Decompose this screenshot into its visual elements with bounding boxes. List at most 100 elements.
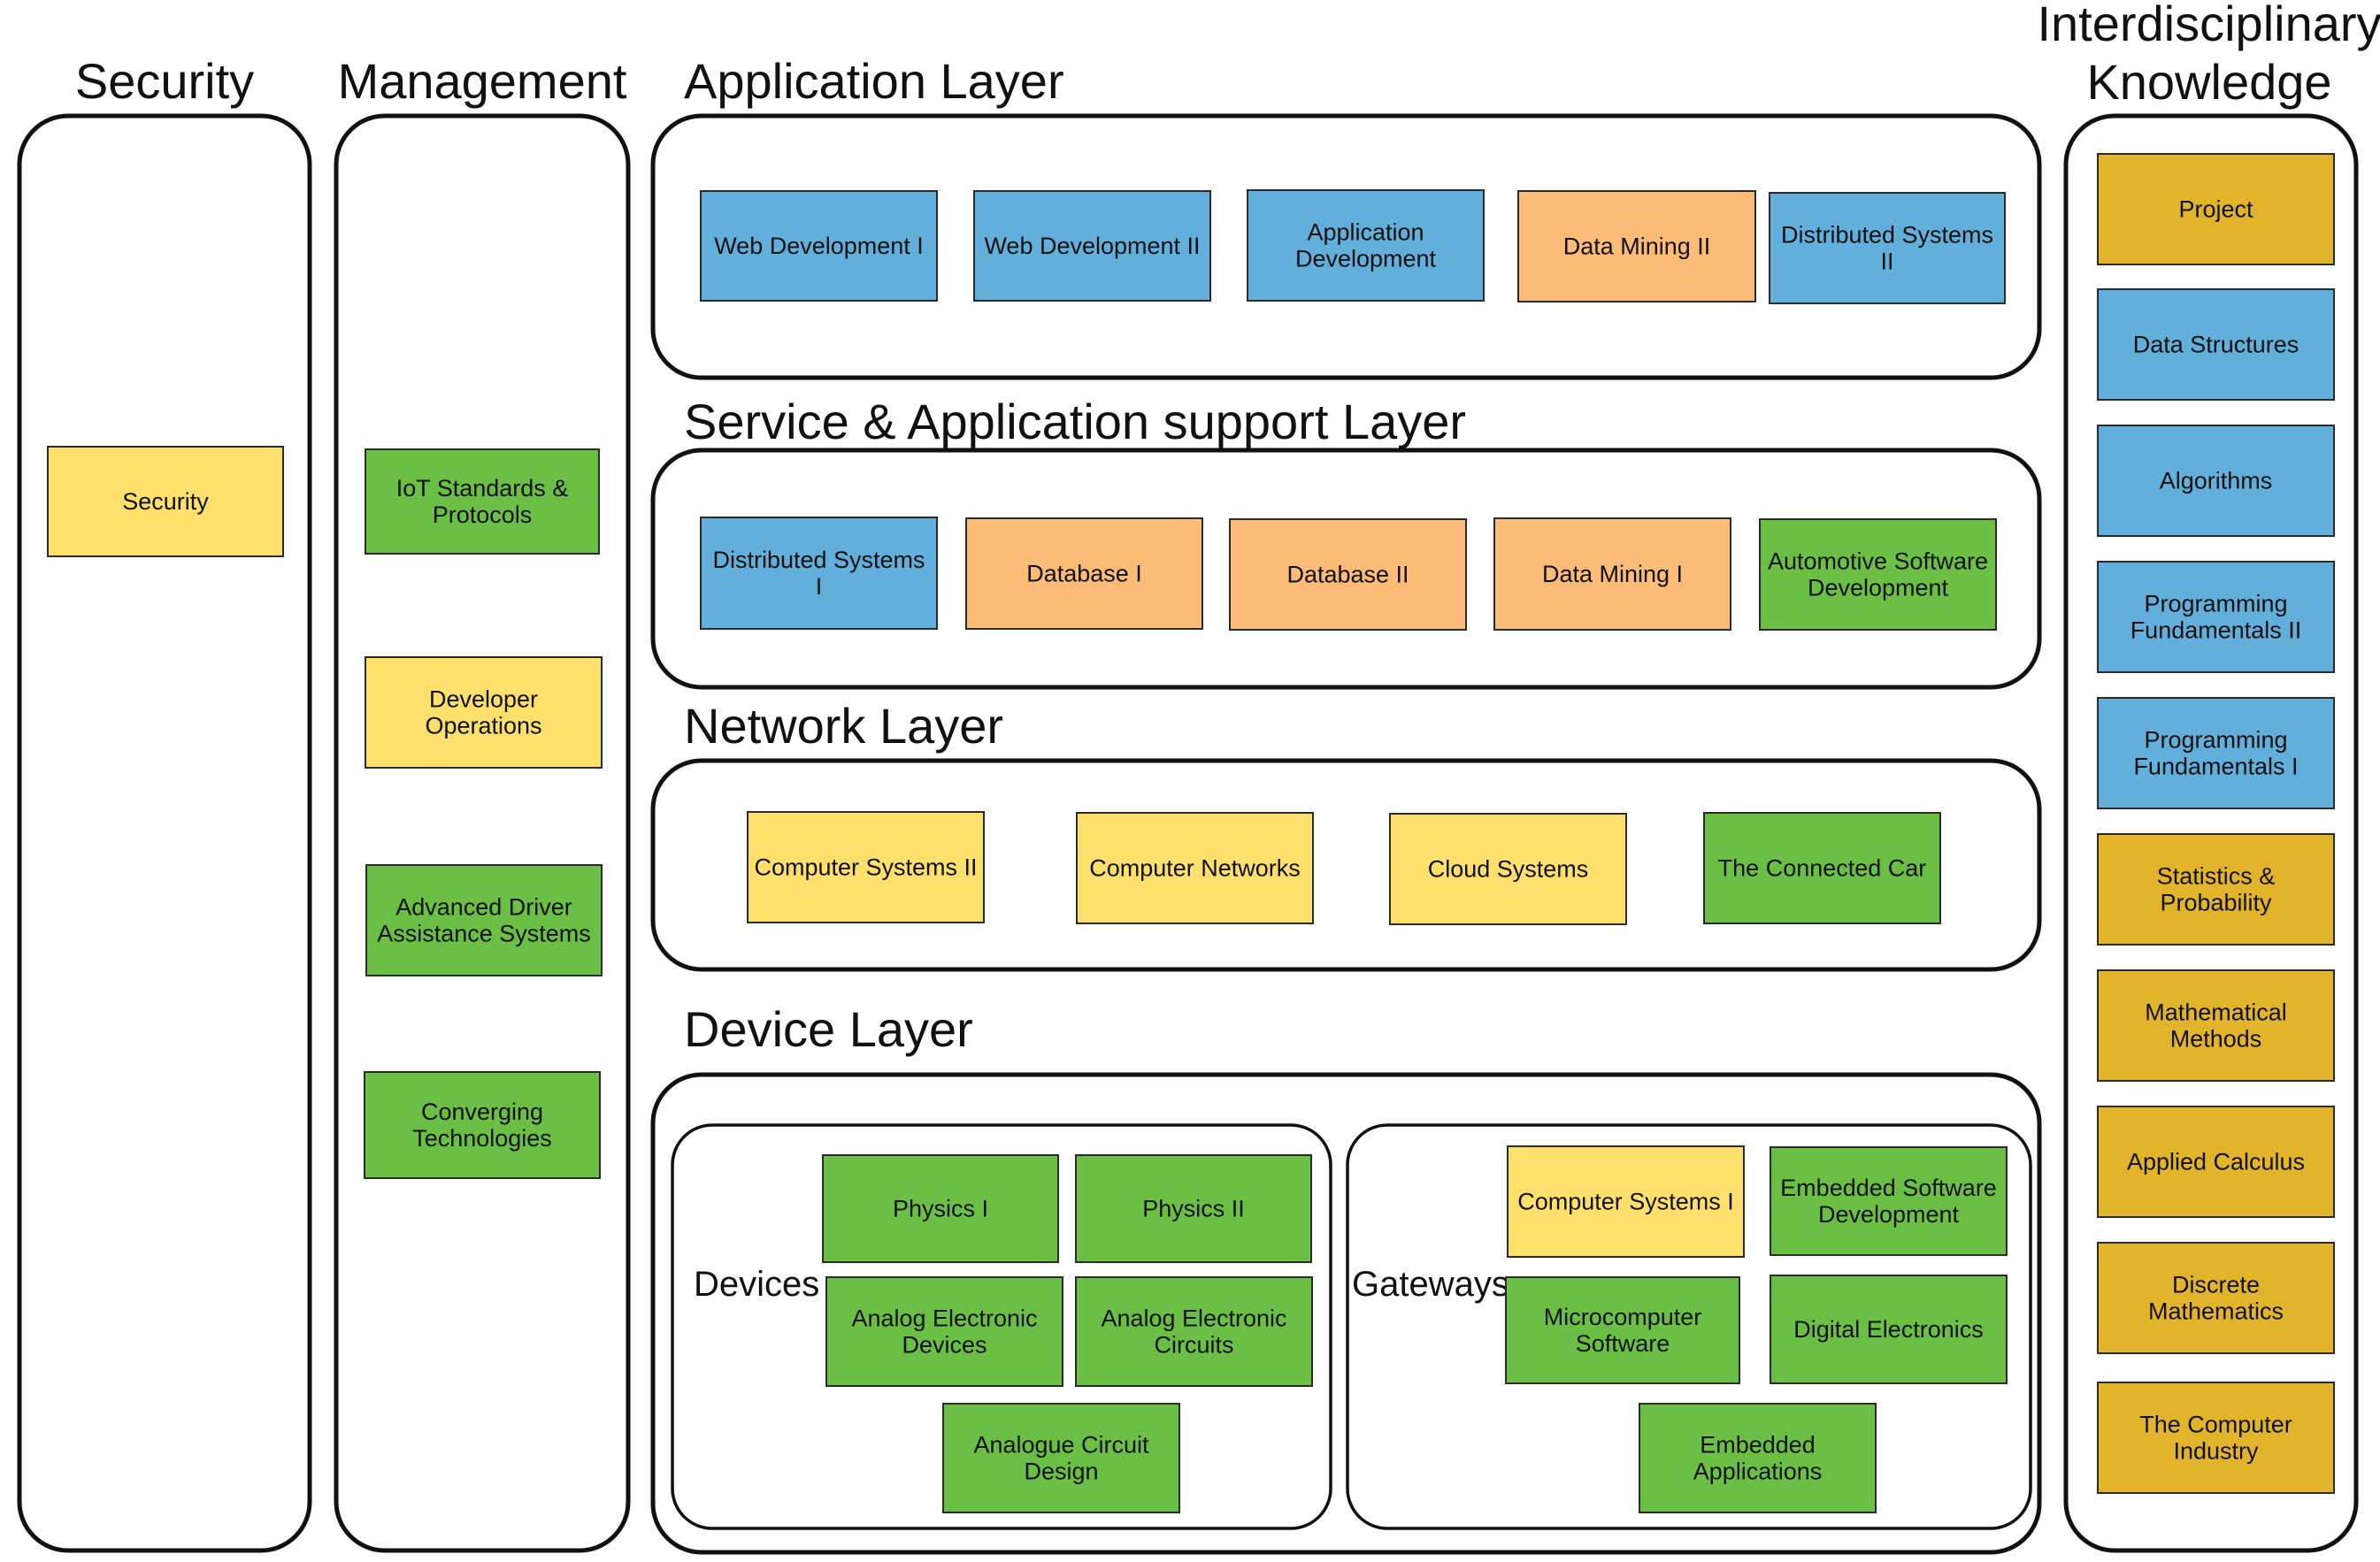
course-database-i: Database I bbox=[965, 517, 1203, 630]
course-box bbox=[2097, 833, 2335, 946]
course-label: Physics II bbox=[1142, 1196, 1245, 1222]
service-layer-frame bbox=[650, 448, 2042, 690]
course-box bbox=[365, 448, 600, 555]
course-box bbox=[700, 517, 938, 630]
course-box bbox=[700, 190, 938, 302]
course-data-mining-i: Data Mining I bbox=[1493, 517, 1731, 631]
course-box bbox=[1229, 518, 1467, 631]
course-digital-electronics: Digital Electronics bbox=[1770, 1275, 2008, 1384]
course-iot-standards-and-protocols: IoT Standards &Protocols bbox=[365, 448, 600, 555]
course-box bbox=[1639, 1403, 1877, 1513]
course-data-mining-ii: Data Mining II bbox=[1517, 190, 1756, 302]
course-database-ii: Database II bbox=[1229, 518, 1467, 631]
course-box bbox=[1770, 1146, 2008, 1256]
devices-group-label: Devices bbox=[694, 1265, 819, 1304]
network-layer-frame bbox=[650, 758, 2042, 972]
course-label: The Connected Car bbox=[1718, 855, 1927, 882]
gateways-group-frame bbox=[1346, 1123, 2032, 1530]
course-box bbox=[1770, 1275, 2008, 1384]
management-heading: Management bbox=[338, 53, 627, 109]
course-box bbox=[2097, 1106, 2335, 1218]
course-box bbox=[973, 190, 1211, 302]
course-box bbox=[825, 1276, 1063, 1387]
network-layer-heading: Network Layer bbox=[684, 698, 1003, 754]
course-the-connected-car: The Connected Car bbox=[1703, 812, 1941, 924]
application-layer-frame bbox=[650, 113, 2042, 380]
security-column bbox=[17, 113, 312, 1553]
course-label: Cloud Systems bbox=[1428, 856, 1589, 883]
course-label: Security bbox=[122, 488, 209, 515]
course-project: Project bbox=[2097, 153, 2335, 265]
course-boxes: Security IoT Standards &ProtocolsDevelope… bbox=[47, 153, 2335, 1513]
course-box bbox=[364, 1071, 601, 1179]
course-web-development-ii: Web Development II bbox=[973, 190, 1211, 302]
management-column bbox=[334, 113, 631, 1553]
course-box bbox=[1507, 1145, 1745, 1258]
course-box bbox=[2097, 153, 2335, 265]
course-statistics-and-probability: Statistics &Probability bbox=[2097, 833, 2335, 946]
course-label: Database I bbox=[1026, 561, 1142, 587]
course-box bbox=[1703, 812, 1941, 924]
course-box bbox=[2097, 288, 2335, 401]
course-box bbox=[2097, 697, 2335, 809]
course-label: Database II bbox=[1286, 562, 1409, 588]
course-box bbox=[1075, 1276, 1313, 1387]
course-box bbox=[47, 446, 284, 557]
course-label: Algorithms bbox=[2160, 468, 2273, 494]
course-label: Project bbox=[2178, 196, 2253, 223]
course-label: Computer Systems I bbox=[1517, 1189, 1734, 1215]
course-box bbox=[965, 517, 1203, 630]
course-label: Web Development I bbox=[714, 233, 924, 259]
course-algorithms: Algorithms bbox=[2097, 425, 2335, 537]
course-cloud-systems: Cloud Systems bbox=[1389, 813, 1627, 925]
service-layer-heading: Service & Application support Layer bbox=[684, 394, 1466, 449]
course-label: Data Mining II bbox=[1563, 234, 1711, 260]
course-box bbox=[2097, 561, 2335, 673]
course-label: IoT Standards &Protocols bbox=[396, 475, 569, 528]
course-box bbox=[2097, 969, 2335, 1082]
course-box bbox=[942, 1403, 1180, 1513]
course-box bbox=[1505, 1276, 1740, 1384]
course-box bbox=[1247, 189, 1485, 302]
course-label: Applied Calculus bbox=[2127, 1149, 2305, 1175]
course-data-structures: Data Structures bbox=[2097, 288, 2335, 401]
devices-group-frame bbox=[671, 1123, 1332, 1530]
course-applied-calculus: Applied Calculus bbox=[2097, 1106, 2335, 1218]
security-heading: Security bbox=[75, 53, 254, 109]
course-computer-systems-ii: Computer Systems II bbox=[747, 811, 985, 923]
course-box bbox=[1075, 1154, 1312, 1263]
course-label: Computer Networks bbox=[1089, 855, 1301, 882]
course-physics-i: Physics I bbox=[822, 1154, 1059, 1263]
course-label: Statistics &Probability bbox=[2157, 863, 2276, 916]
course-box bbox=[1389, 813, 1627, 925]
application-layer-heading: Application Layer bbox=[684, 53, 1064, 109]
